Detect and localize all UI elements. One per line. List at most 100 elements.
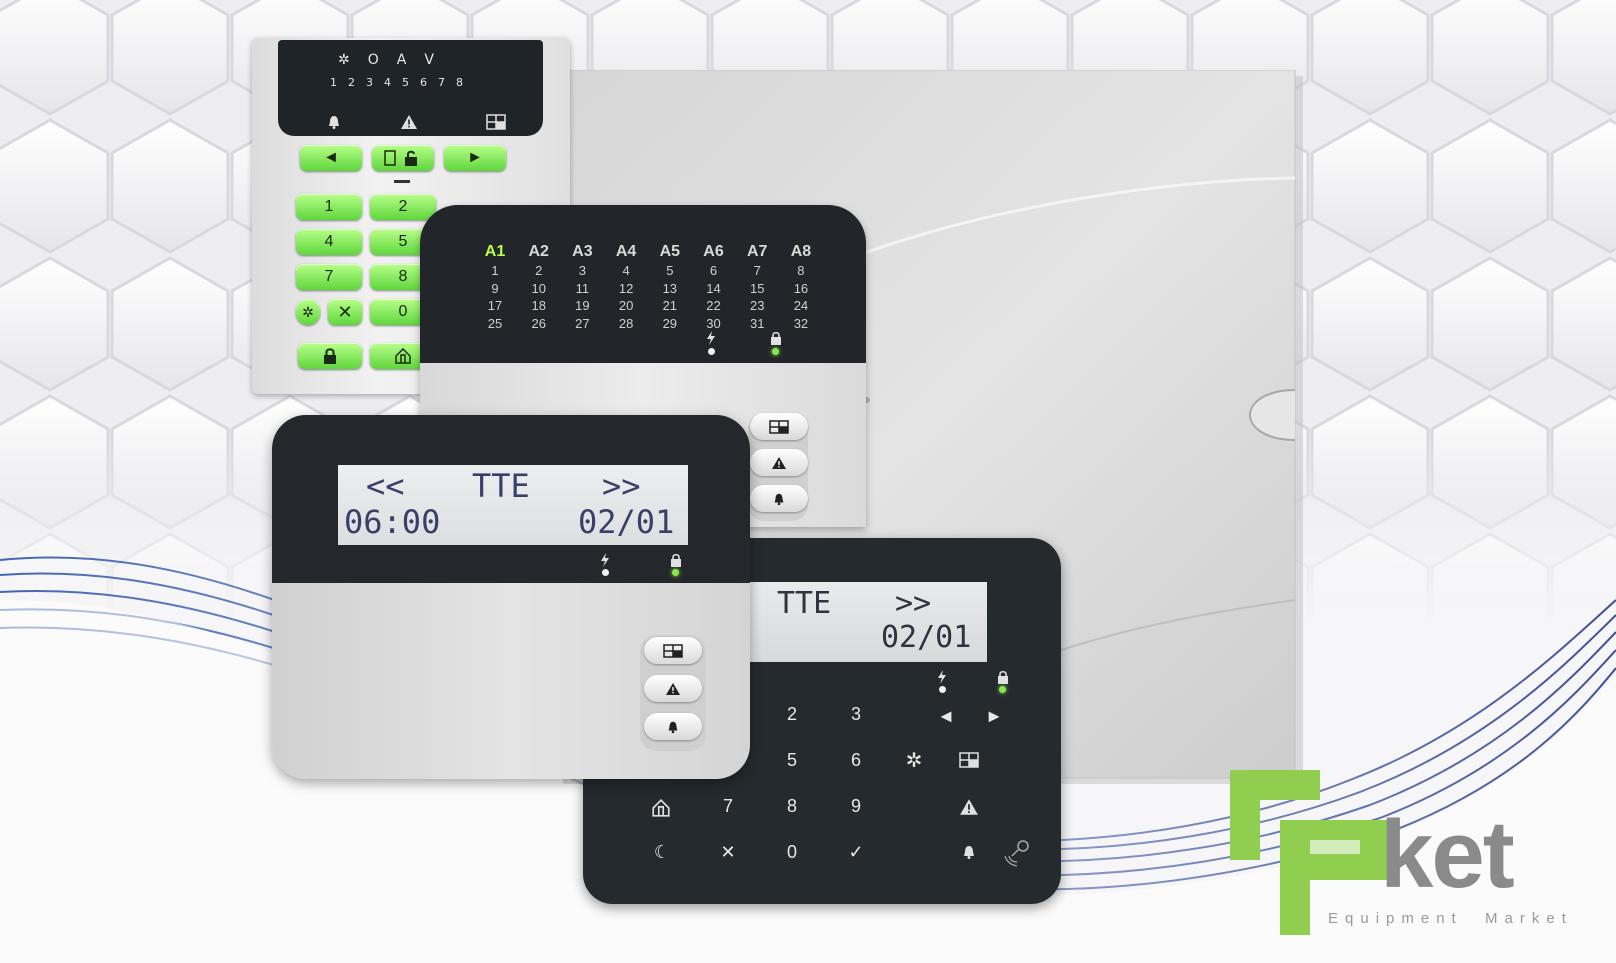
zone-number: 14	[706, 280, 721, 296]
touch-nav-left[interactable]: ◄	[937, 706, 955, 726]
zone-number: 15	[749, 280, 765, 296]
power-led	[939, 686, 946, 693]
home-icon[interactable]	[651, 798, 671, 818]
zone-number: 5	[666, 263, 674, 278]
led-symbol-gear: ✲	[338, 52, 350, 68]
touch-key-6[interactable]: 6	[850, 750, 861, 770]
led-zone-3: 3	[366, 76, 373, 89]
key-7[interactable]: 7	[296, 264, 362, 290]
zone-number: 12	[618, 280, 634, 296]
area-label-a2: A2	[528, 243, 549, 260]
lcd-keypad-panic-button[interactable]	[644, 637, 702, 664]
settings-key[interactable]: ✲	[296, 299, 320, 325]
zone-number: 8	[797, 263, 805, 278]
lcd-line1-right: >>	[602, 467, 641, 505]
nav-left-button[interactable]: ◄	[300, 145, 362, 171]
lcd-keypad-alert-button[interactable]	[644, 675, 702, 702]
led-symbol-v: V	[424, 52, 434, 68]
proximity-key-icon	[1004, 840, 1029, 867]
panic-icon	[769, 419, 789, 434]
armed-led	[999, 686, 1006, 693]
led-zone-7: 7	[438, 76, 445, 89]
led-keypad-display: ✲ O A V 1 2 3 4 5 6 7 8	[278, 40, 543, 136]
zone-keypad-bell-button[interactable]	[750, 485, 808, 512]
touch-key-9[interactable]: 9	[850, 796, 861, 816]
led-zone-8: 8	[456, 76, 463, 89]
key-1[interactable]: 1	[296, 194, 362, 220]
zone-number: 13	[662, 280, 678, 296]
touch-nav-right[interactable]: ►	[985, 706, 1003, 726]
logo-tagline: Equipment Market	[1328, 910, 1573, 927]
speaker-slot	[394, 180, 410, 183]
close-icon: ✕	[337, 301, 353, 322]
led-zone-5: 5	[402, 76, 409, 89]
zone-number: 25	[487, 315, 503, 331]
zone-number: 24	[793, 298, 809, 313]
zone-keypad-panic-button[interactable]	[750, 413, 808, 440]
gear-icon[interactable]: ✲	[905, 750, 923, 772]
touch-key-8[interactable]: 8	[786, 796, 797, 816]
touch-key-7[interactable]: 7	[722, 796, 733, 816]
zone-number: 31	[749, 315, 765, 331]
zone-number: 29	[662, 315, 678, 331]
unlock-button[interactable]	[372, 145, 434, 171]
zone-number: 1	[491, 263, 499, 278]
power-icon	[707, 331, 715, 345]
touch-lcd-date: 02/01	[881, 620, 972, 655]
touch-key-5[interactable]: 5	[786, 750, 797, 770]
logo-text: ket	[1380, 801, 1515, 908]
armed-led	[672, 569, 679, 576]
zone-keypad-alert-button[interactable]	[750, 449, 808, 476]
zone-number: 7	[753, 263, 761, 278]
zone-number: 4	[622, 263, 630, 278]
bell-icon	[774, 493, 784, 505]
zone-number: 16	[793, 280, 809, 296]
lcd-line1-center: TTE	[472, 467, 530, 505]
cancel-key[interactable]: ✕	[328, 299, 362, 325]
lcd-keypad: << TTE >> 06:00 02/01	[272, 415, 752, 785]
area-label-a3: A3	[572, 243, 593, 260]
armed-led	[772, 348, 779, 355]
touch-key-enter[interactable]: ✓	[848, 842, 864, 862]
area-label-a5: A5	[659, 243, 681, 260]
warning-icon[interactable]	[959, 798, 979, 816]
lock-icon	[771, 331, 781, 345]
touch-key-0[interactable]: 0	[786, 842, 797, 862]
zone-number: 28	[618, 315, 634, 331]
moon-icon[interactable]: ☾	[653, 842, 671, 862]
panic-icon[interactable]	[959, 752, 979, 768]
lcd-screen: << TTE >> 06:00 02/01	[338, 465, 688, 545]
zone-number: 27	[575, 315, 590, 331]
warning-icon	[666, 682, 680, 695]
power-led	[708, 348, 715, 355]
led-symbol-a: A	[396, 52, 407, 68]
brand-logo: ket Equipment Market	[1210, 760, 1610, 950]
led-zone-1: 1	[330, 76, 337, 89]
warning-icon	[772, 456, 786, 469]
zone-number: 21	[662, 298, 678, 313]
lcd-time: 06:00	[344, 503, 441, 541]
warning-icon	[401, 115, 417, 129]
power-led	[602, 569, 609, 576]
nav-right-button[interactable]: ►	[444, 145, 506, 171]
touch-key-3[interactable]: 3	[850, 704, 861, 724]
bell-icon[interactable]	[961, 844, 977, 860]
touch-lcd-right: >>	[895, 586, 932, 621]
key-2[interactable]: 2	[370, 194, 436, 220]
area-label-a8: A8	[790, 243, 812, 260]
bell-icon	[668, 721, 678, 733]
lcd-keypad-bell-button[interactable]	[644, 713, 702, 740]
home-icon	[395, 347, 411, 364]
area-label-a1: A1	[484, 243, 506, 260]
area-label-a6: A6	[703, 243, 724, 260]
arm-away-key[interactable]	[298, 343, 362, 369]
led-zone-6: 6	[420, 76, 427, 89]
touch-key-2[interactable]: 2	[786, 704, 797, 724]
touch-key-cancel[interactable]: ✕	[720, 842, 736, 862]
lock-icon	[671, 553, 681, 567]
key-4[interactable]: 4	[296, 229, 362, 255]
